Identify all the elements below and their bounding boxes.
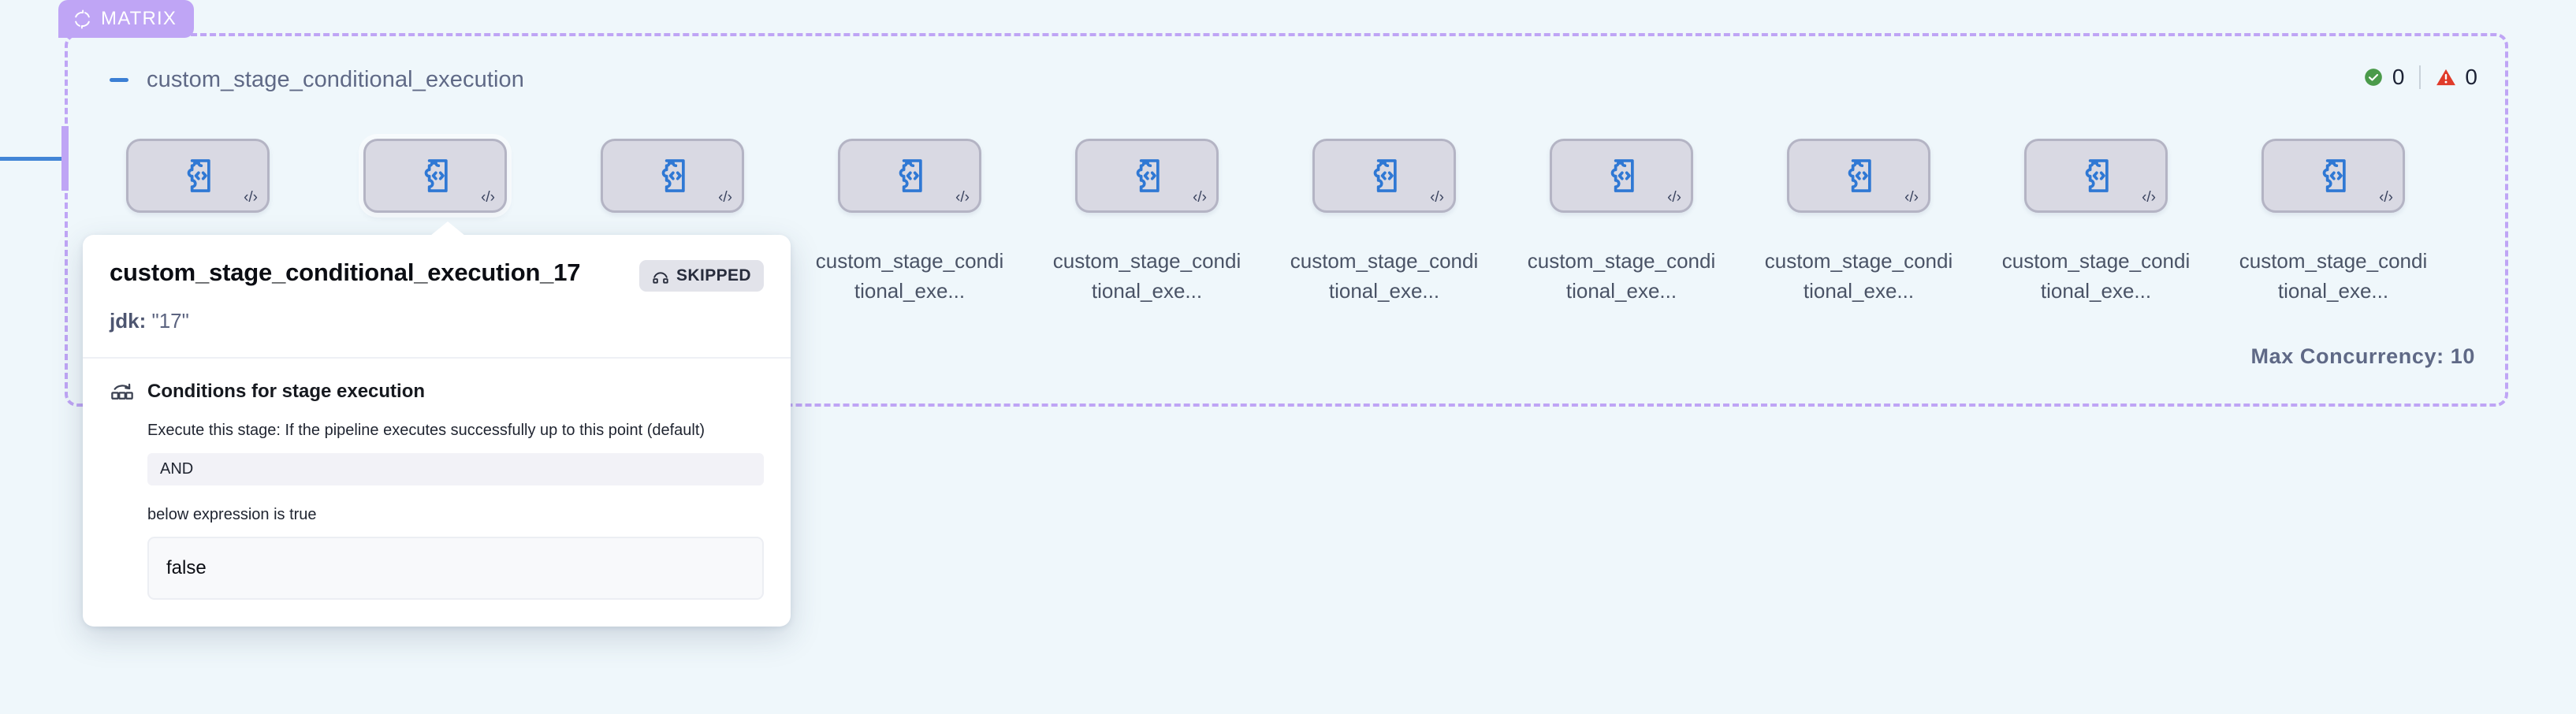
status-counters: 0 0	[2363, 65, 2477, 90]
matrix-nodes-row: ‹/› custom_stage_conditional_exe... ‹/› cus…	[126, 139, 2475, 303]
matrix-node[interactable]: ‹/› custom_stage_conditional_exe...	[1048, 139, 1245, 307]
matrix-node-label: custom_stage_conditional_exe...	[1764, 249, 1953, 303]
warning-count: 0	[2465, 65, 2477, 89]
conditions-expression: false	[147, 537, 764, 600]
matrix-axis-val: "17"	[151, 309, 189, 333]
custom-stage-icon	[889, 155, 930, 196]
code-icon: ‹/›	[2142, 189, 2156, 206]
custom-stage-icon	[652, 155, 693, 196]
matrix-node-label: custom_stage_conditional_exe...	[1290, 249, 1479, 303]
matrix-axis-value: jdk: "17"	[110, 309, 764, 333]
skip-icon	[652, 267, 669, 284]
matrix-node[interactable]: ‹/›custom_stage_conditional_exe...	[99, 139, 296, 307]
conditions-operator: AND	[147, 453, 764, 485]
counter-divider	[2419, 65, 2422, 89]
matrix-node-label: custom_stage_conditional_exe...	[2001, 249, 2191, 303]
warning-counter: 0	[2436, 65, 2477, 90]
status-badge: SKIPPED	[639, 260, 764, 292]
matrix-node[interactable]: ‹/› custom_stage_conditional_exe...	[811, 139, 1008, 307]
matrix-axis-key: jdk:	[110, 309, 147, 333]
matrix-node-box[interactable]: ‹/›	[1787, 139, 1930, 213]
max-concurrency-label: Max Concurrency: 10	[2250, 344, 2475, 368]
popover-title: custom_stage_conditional_execution_17	[110, 258, 581, 286]
matrix-node[interactable]: ‹/› custom_stage_conditional_exe...	[1523, 139, 1720, 307]
custom-stage-icon	[1126, 155, 1167, 196]
code-icon: ‹/›	[1904, 189, 1919, 206]
matrix-node-box[interactable]: ‹/›	[601, 139, 744, 213]
conditions-description: Execute this stage: If the pipeline exec…	[147, 422, 705, 439]
matrix-node[interactable]: ‹/›custom_stage_conditional_exe...	[574, 139, 771, 307]
conditions-heading: Conditions for stage execution	[147, 381, 426, 402]
incoming-edge-line	[0, 157, 61, 161]
custom-stage-icon	[1601, 155, 1642, 196]
loop-icon	[73, 9, 92, 29]
matrix-node[interactable]: ‹/› custom_stage_conditional_exe...	[1997, 139, 2194, 307]
conditions-note: below expression is true	[147, 506, 317, 523]
matrix-node-box[interactable]: ‹/›	[1312, 139, 1456, 213]
status-badge-label: SKIPPED	[676, 266, 751, 284]
matrix-group-container[interactable]	[65, 33, 2508, 407]
conditions-icon	[110, 379, 135, 404]
matrix-badge-label: MATRIX	[101, 8, 177, 29]
matrix-node-label: custom_stage_conditional_exe...	[1052, 249, 1241, 303]
custom-stage-icon	[177, 155, 218, 196]
matrix-node-box[interactable]: ‹/›	[2024, 139, 2168, 213]
page-title: custom_stage_conditional_execution	[147, 67, 524, 92]
matrix-node-box[interactable]: ‹/›	[126, 139, 270, 213]
matrix-badge[interactable]: MATRIX	[58, 0, 195, 38]
code-icon: ‹/›	[1667, 189, 1681, 206]
group-header: custom_stage_conditional_execution	[109, 67, 524, 93]
minus-icon[interactable]	[109, 70, 129, 91]
custom-stage-icon	[2313, 155, 2354, 196]
code-icon: ‹/›	[2379, 189, 2393, 206]
code-icon: ‹/›	[244, 189, 258, 206]
matrix-node-box[interactable]: ‹/›	[1550, 139, 1693, 213]
popover-body: Conditions for stage execution Execute t…	[83, 359, 791, 627]
code-icon: ‹/›	[955, 189, 970, 206]
custom-stage-icon	[1838, 155, 1879, 196]
matrix-node[interactable]: ‹/›custom_stage_conditional_exe...	[337, 139, 534, 307]
code-icon: ‹/›	[1193, 189, 1207, 206]
code-icon: ‹/›	[718, 189, 732, 206]
matrix-node[interactable]: ‹/› custom_stage_conditional_exe...	[1286, 139, 1483, 307]
matrix-node-label: custom_stage_conditional_exe...	[1527, 249, 1716, 303]
popover-arrow	[430, 221, 465, 236]
matrix-node-label: custom_stage_conditional_exe...	[815, 249, 1004, 303]
custom-stage-icon	[415, 155, 456, 196]
code-icon: ‹/›	[1430, 189, 1444, 206]
matrix-node[interactable]: ‹/› custom_stage_conditional_exe...	[2235, 139, 2432, 307]
matrix-node-label: custom_stage_conditional_exe...	[2239, 249, 2428, 303]
code-icon: ‹/›	[481, 189, 495, 206]
warning-triangle-icon	[2436, 67, 2456, 87]
matrix-node-box[interactable]: ‹/›	[1075, 139, 1219, 213]
check-circle-icon	[2363, 67, 2384, 87]
matrix-edge-anchor	[61, 126, 69, 191]
matrix-node[interactable]: ‹/› custom_stage_conditional_exe...	[1760, 139, 1957, 307]
custom-stage-icon	[2075, 155, 2116, 196]
matrix-node-box[interactable]: ‹/›	[363, 139, 507, 213]
stage-detail-popover: custom_stage_conditional_execution_17 SK…	[83, 221, 791, 627]
matrix-node-box[interactable]: ‹/›	[2261, 139, 2405, 213]
success-counter: 0	[2363, 65, 2405, 90]
popover-header: custom_stage_conditional_execution_17 SK…	[83, 235, 791, 359]
custom-stage-icon	[1364, 155, 1405, 196]
matrix-node-box[interactable]: ‹/›	[838, 139, 981, 213]
success-count: 0	[2392, 65, 2405, 89]
